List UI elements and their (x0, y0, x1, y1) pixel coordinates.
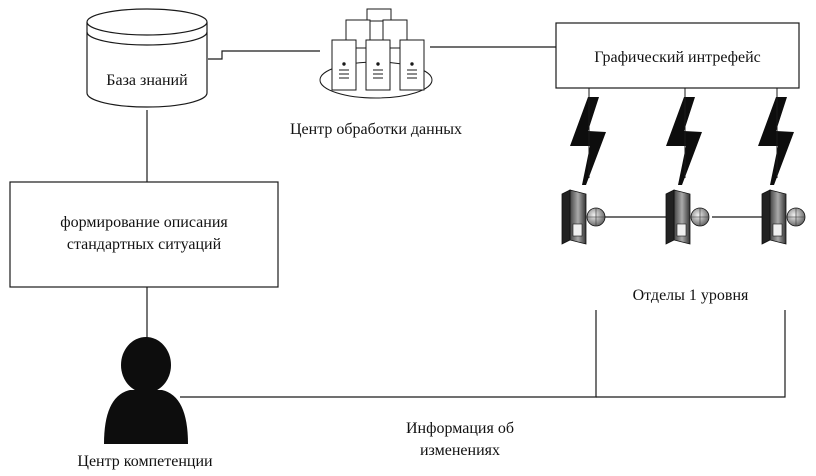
knowledge-base-label: База знаний (106, 72, 188, 89)
situations-label: формирование описания стандартных ситуац… (10, 212, 278, 256)
change-info-label: Информация об изменениях (360, 418, 560, 462)
situations-box (9, 181, 279, 288)
server-cluster-icon (319, 8, 433, 99)
change-info-label-line1: Информация об (406, 420, 514, 437)
lightning-bolt-1 (570, 88, 606, 185)
workstation-2 (665, 189, 710, 245)
change-info-label-line2: изменениях (419, 442, 501, 459)
workstation-3 (761, 189, 806, 245)
gui-label: Графический интрефейс (594, 49, 761, 66)
competence-center-label: Центр компетенции (77, 453, 213, 470)
workstation-icon (561, 189, 806, 245)
data-center-label: Центр обработки данных (289, 121, 463, 138)
situations-label-line2: стандартных ситуаций (66, 236, 222, 253)
lightning-bolt-3 (758, 88, 794, 185)
lightning-icon (570, 88, 794, 185)
line-departments-right-branch (596, 310, 786, 398)
connectors (146, 46, 786, 398)
gui-box (555, 22, 800, 89)
departments-label: Отделы 1 уровня (632, 287, 749, 304)
workstation-1 (561, 189, 606, 245)
line-db-to-datacenter (208, 50, 320, 60)
lightning-bolt-2 (666, 88, 702, 185)
person-icon (104, 337, 188, 444)
database-icon (86, 8, 208, 108)
line-person-to-departments (180, 310, 597, 398)
situations-label-line1: формирование описания (60, 214, 228, 231)
